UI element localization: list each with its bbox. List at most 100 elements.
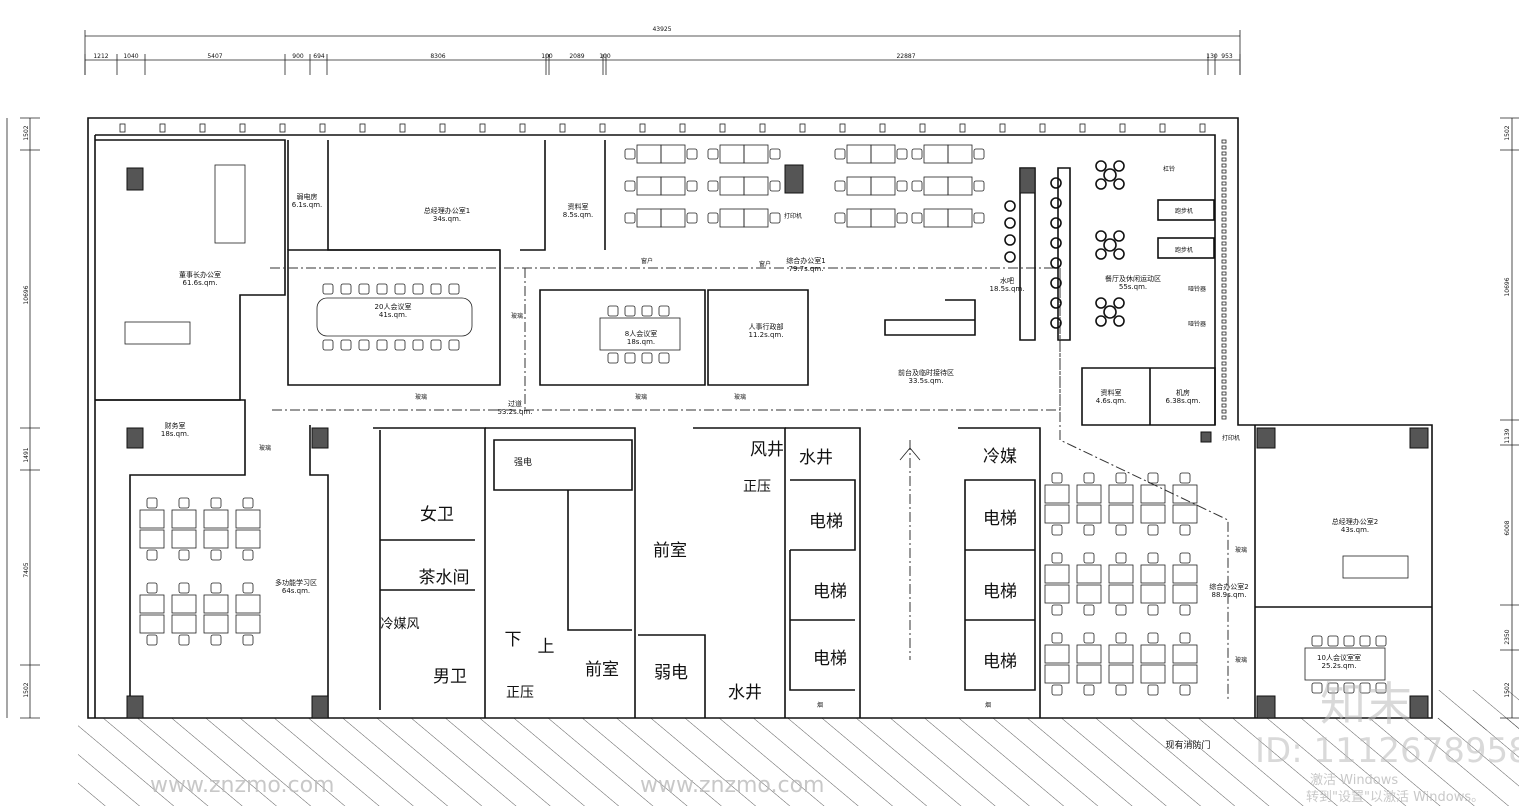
- furniture: [124, 139, 1409, 696]
- dim-top: 953: [1221, 53, 1233, 60]
- chair: [624, 352, 636, 364]
- chair: [896, 148, 908, 160]
- room-name: 机房: [1176, 388, 1190, 397]
- dumbbell-label: 哑铃器: [1188, 320, 1206, 328]
- room-name: 前台及临时接待区: [898, 368, 954, 377]
- bar-stool: [1050, 257, 1062, 269]
- chair: [911, 180, 923, 192]
- desk: [235, 529, 261, 549]
- window-mullion: [1039, 123, 1046, 133]
- watermark-id: ID: 1112678958: [1255, 731, 1519, 771]
- chair: [210, 582, 222, 594]
- desk: [923, 144, 949, 164]
- bar-stool: [1050, 317, 1062, 329]
- dim-top: 900: [292, 53, 304, 60]
- desk: [870, 208, 896, 228]
- dining-table: [1103, 305, 1117, 319]
- chair: [358, 283, 370, 295]
- chair: [624, 180, 636, 192]
- room-area: 18.5s.qm.: [990, 285, 1025, 293]
- radiator: [1221, 223, 1227, 228]
- radiator: [1221, 355, 1227, 360]
- desk: [1044, 564, 1070, 584]
- air-shaft-label: 风井: [750, 440, 784, 460]
- radiator: [1221, 235, 1227, 240]
- chair: [624, 305, 636, 317]
- dim-right: 1139: [1504, 428, 1511, 443]
- radiator: [1221, 367, 1227, 372]
- room-name: 总经理办公室1: [424, 206, 470, 215]
- radiator: [1221, 181, 1227, 186]
- stool: [1113, 160, 1125, 172]
- bar-stool: [1004, 200, 1016, 212]
- dim-left: 1502: [23, 125, 30, 140]
- elevator-label: 电梯: [983, 509, 1017, 529]
- lobby-label: 前室: [653, 541, 687, 561]
- window-mullion: [519, 123, 526, 133]
- radiator: [1221, 229, 1227, 234]
- chair: [641, 352, 653, 364]
- dim-left: 7405: [23, 562, 30, 577]
- desk: [743, 208, 769, 228]
- room-name: 过道: [508, 399, 522, 408]
- room-name: 20人会议室: [375, 302, 412, 311]
- fire-door-label: 现有消防门: [1165, 739, 1210, 751]
- chair: [430, 339, 442, 351]
- window-mullion: [399, 123, 406, 133]
- elevator-label: 电梯: [813, 582, 847, 602]
- dim-right: 6008: [1504, 520, 1511, 535]
- window-mullion: [1199, 123, 1206, 133]
- radiator: [1221, 289, 1227, 294]
- radiator: [1221, 373, 1227, 378]
- desk: [1076, 644, 1102, 664]
- dim-top: 1212: [93, 53, 108, 60]
- chair: [322, 339, 334, 351]
- chair: [911, 212, 923, 224]
- radiator: [1221, 391, 1227, 396]
- radiator: [1221, 145, 1227, 150]
- chair: [1115, 684, 1127, 696]
- chair: [834, 148, 846, 160]
- stool: [1095, 178, 1107, 190]
- desk: [1172, 584, 1198, 604]
- chair: [394, 283, 406, 295]
- radiator: [1221, 265, 1227, 270]
- chair: [1147, 472, 1159, 484]
- radiator: [1221, 271, 1227, 276]
- lobby-label: 前室: [585, 660, 619, 680]
- chair: [1083, 552, 1095, 564]
- stair-up-label: 上: [538, 637, 555, 657]
- desk: [203, 529, 229, 549]
- chair: [1147, 684, 1159, 696]
- radiator: [1221, 193, 1227, 198]
- chair: [1051, 524, 1063, 536]
- smoke-label: 烟: [817, 701, 823, 709]
- chair: [911, 148, 923, 160]
- room-area: 53.2s.qm.: [498, 408, 533, 416]
- radiator: [1221, 139, 1227, 144]
- radiator: [1221, 277, 1227, 282]
- chair: [1115, 632, 1127, 644]
- chair: [358, 339, 370, 351]
- radiator: [1221, 415, 1227, 420]
- desk: [1044, 664, 1070, 684]
- room-name: 资料室: [568, 202, 589, 211]
- room-area: 64s.qm.: [282, 587, 310, 595]
- room-name: 财务室: [165, 421, 186, 430]
- radiator: [1221, 403, 1227, 408]
- dim-top: 100: [599, 53, 611, 60]
- desk: [660, 144, 686, 164]
- elevator-label: 电梯: [983, 582, 1017, 602]
- desk: [1140, 644, 1166, 664]
- chair: [178, 497, 190, 509]
- room-name: 总经理办公室2: [1332, 517, 1378, 526]
- chair: [146, 634, 158, 646]
- chair: [686, 180, 698, 192]
- chair: [896, 180, 908, 192]
- chair: [1375, 682, 1387, 694]
- dim-right: 10696: [1504, 277, 1511, 296]
- chair: [973, 148, 985, 160]
